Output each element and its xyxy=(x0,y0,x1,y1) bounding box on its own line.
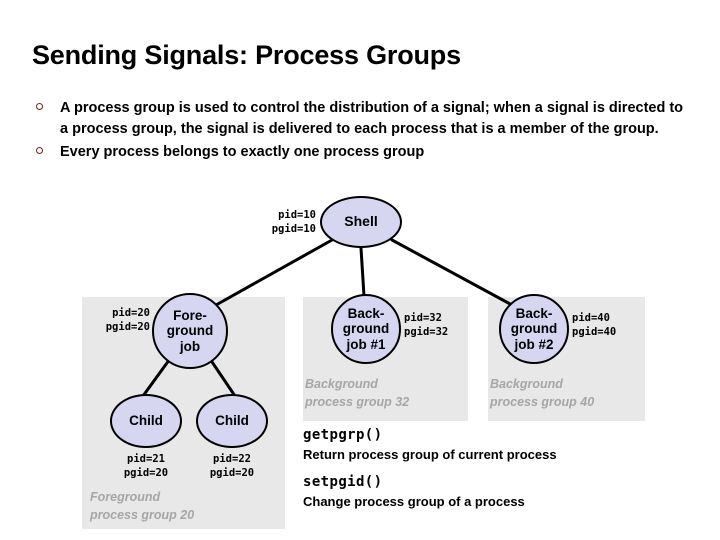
hollow-circle-bullet-icon xyxy=(36,98,60,110)
pid-label-child-1: pid=21 pgid=20 xyxy=(108,453,184,480)
group-caption-foreground-line1: Foreground xyxy=(90,490,161,504)
pid-label-child-2: pid=22 pgid=20 xyxy=(194,453,270,480)
syscall-notes: getpgrp() Return process group of curren… xyxy=(303,426,683,520)
edge-shell-to-background-2 xyxy=(390,238,514,307)
pid-value-shell: pid=10 xyxy=(278,209,316,221)
pid-value-background-job-1: pid=32 xyxy=(404,312,442,324)
group-caption-background-40-line1: Background xyxy=(490,377,563,391)
pgid-value-child-1: pgid=20 xyxy=(123,466,169,479)
pid-label-shell: pid=10 pgid=10 xyxy=(206,209,316,236)
syscall-getpgrp-description: Return process group of current process xyxy=(303,447,557,462)
edge-shell-to-background-1 xyxy=(359,246,366,298)
edge-shell-to-foreground xyxy=(214,238,334,307)
pgid-value-background-job-2: pgid=40 xyxy=(572,325,617,338)
pgid-value-child-2: pgid=20 xyxy=(209,466,255,479)
pid-value-foreground-job: pid=20 xyxy=(112,307,150,319)
group-caption-foreground-line2: process group 20 xyxy=(90,508,195,522)
syscall-setpgid-description: Change process group of a process xyxy=(303,494,525,509)
node-child-1[interactable]: Child xyxy=(110,394,182,448)
bullet-item: A process group is used to control the d… xyxy=(36,98,686,140)
group-caption-background-40: Background process group 40 xyxy=(490,375,594,411)
bullet-list: A process group is used to control the d… xyxy=(36,98,686,165)
node-shell-label: Shell xyxy=(344,213,378,230)
syscall-setpgid: setpgid() Change process group of a proc… xyxy=(303,473,683,511)
bullet-text: A process group is used to control the d… xyxy=(60,100,684,137)
syscall-getpgrp: getpgrp() Return process group of curren… xyxy=(303,426,683,464)
pid-label-background-job-1: pid=32 pgid=32 xyxy=(404,312,448,339)
syscall-getpgrp-name: getpgrp() xyxy=(303,427,383,443)
pgid-value-background-job-1: pgid=32 xyxy=(404,325,449,338)
group-caption-background-32: Background process group 32 xyxy=(305,375,409,411)
pid-value-child-2: pid=22 xyxy=(213,453,251,465)
syscall-setpgid-name: setpgid() xyxy=(303,474,383,490)
bullet-item: Every process belongs to exactly one pro… xyxy=(36,142,686,163)
pid-value-child-1: pid=21 xyxy=(127,453,165,465)
group-caption-background-32-line1: Background xyxy=(305,377,378,391)
node-shell[interactable]: Shell xyxy=(320,196,402,248)
group-caption-background-40-line2: process group 40 xyxy=(490,395,595,409)
pid-label-background-job-2: pid=40 pgid=40 xyxy=(572,312,616,339)
pid-value-background-job-2: pid=40 xyxy=(572,312,610,324)
pgid-value-shell: pgid=10 xyxy=(271,222,316,235)
node-child-2[interactable]: Child xyxy=(196,394,268,448)
hollow-circle-bullet-icon xyxy=(36,142,60,154)
group-caption-background-32-line2: process group 32 xyxy=(305,395,410,409)
node-child-2-label: Child xyxy=(215,413,249,429)
node-child-1-label: Child xyxy=(129,413,163,429)
pgid-value-foreground-job: pgid=20 xyxy=(105,320,150,333)
pid-label-foreground-job: pid=20 pgid=20 xyxy=(2,307,150,334)
group-caption-foreground: Foreground process group 20 xyxy=(90,488,194,524)
bullet-text: Every process belongs to exactly one pro… xyxy=(60,144,425,160)
page-title: Sending Signals: Process Groups xyxy=(32,40,461,70)
